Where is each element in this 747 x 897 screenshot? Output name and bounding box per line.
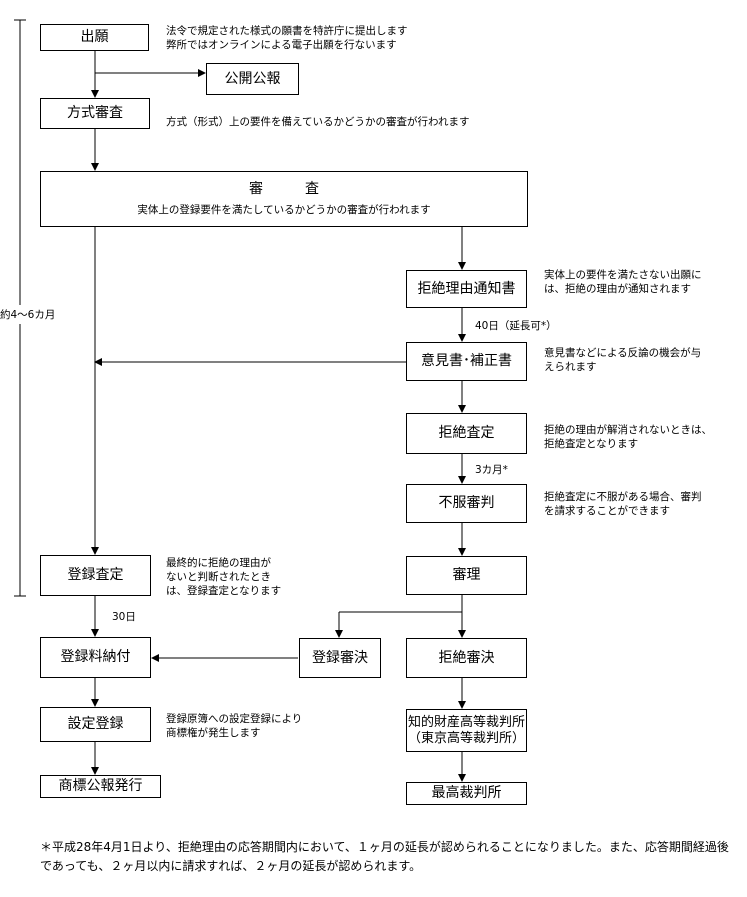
node-supreme-court: 最高裁判所 bbox=[406, 782, 527, 805]
node-registration-decision: 登録査定 bbox=[40, 555, 151, 596]
node-ip-high-court: 知的財産高等裁判所 （東京高等裁判所） bbox=[406, 709, 527, 752]
note-refusal-decision: 拒絶の理由が解消されないときは、 拒絶査定となります bbox=[544, 424, 712, 451]
node-opinion: 意見書･補正書 bbox=[406, 342, 527, 381]
node-trial: 審理 bbox=[406, 556, 527, 595]
note-formal-exam: 方式（形式）上の要件を備えているかどうかの審査が行われます bbox=[166, 116, 470, 128]
note-appeal: 拒絶査定に不服がある場合、審判 を請求することができます bbox=[544, 491, 702, 518]
node-appeal: 不服審判 bbox=[406, 484, 527, 523]
node-application: 出願 bbox=[40, 24, 149, 51]
note-refusal-notice: 実体上の要件を満たさない出願に は、拒絶の理由が通知されます bbox=[544, 269, 702, 296]
note-registration: 登録原簿への設定登録により 商標権が発生します bbox=[166, 713, 303, 740]
node-gazette: 商標公報発行 bbox=[40, 775, 161, 798]
node-refusal-notice: 拒絶理由通知書 bbox=[406, 270, 527, 308]
node-refusal-trial-decision: 拒絶審決 bbox=[406, 638, 527, 678]
node-formal-exam: 方式審査 bbox=[40, 98, 150, 129]
node-publication: 公開公報 bbox=[206, 63, 299, 95]
note-opinion: 意見書などによる反論の機会が与 えられます bbox=[544, 347, 702, 374]
label-3-months: 3カ月* bbox=[475, 464, 508, 476]
period-label: 約4～6カ月 bbox=[0, 305, 56, 324]
ip-court-line2: （東京高等裁判所） bbox=[407, 730, 525, 746]
node-fee-payment: 登録料納付 bbox=[40, 637, 151, 678]
exam-title: 審 査 bbox=[249, 181, 319, 198]
ip-court-line1: 知的財産高等裁判所 bbox=[407, 714, 525, 730]
node-registration-trial-decision: 登録審決 bbox=[299, 638, 381, 678]
note-registration-decision: 最終的に拒絶の理由が ないと判断されたとき は、登録査定となります bbox=[166, 557, 282, 598]
node-registration: 設定登録 bbox=[40, 707, 151, 742]
label-40-days: 40日（延長可*） bbox=[475, 320, 557, 332]
exam-subtitle: 実体上の登録要件を満たしているかどうかの審査が行われます bbox=[137, 204, 431, 217]
note-application: 法令で規定された様式の願書を特許庁に提出します 弊所ではオンラインによる電子出願… bbox=[166, 25, 408, 52]
node-refusal-decision: 拒絶査定 bbox=[406, 413, 527, 454]
node-examination: 審 査 実体上の登録要件を満たしているかどうかの審査が行われます bbox=[40, 171, 528, 227]
label-30-days: 30日 bbox=[112, 611, 136, 623]
footnote: ＊平成28年4月1日より、拒絶理由の応答期間内において、１ヶ月の延長が認められる… bbox=[40, 840, 729, 873]
